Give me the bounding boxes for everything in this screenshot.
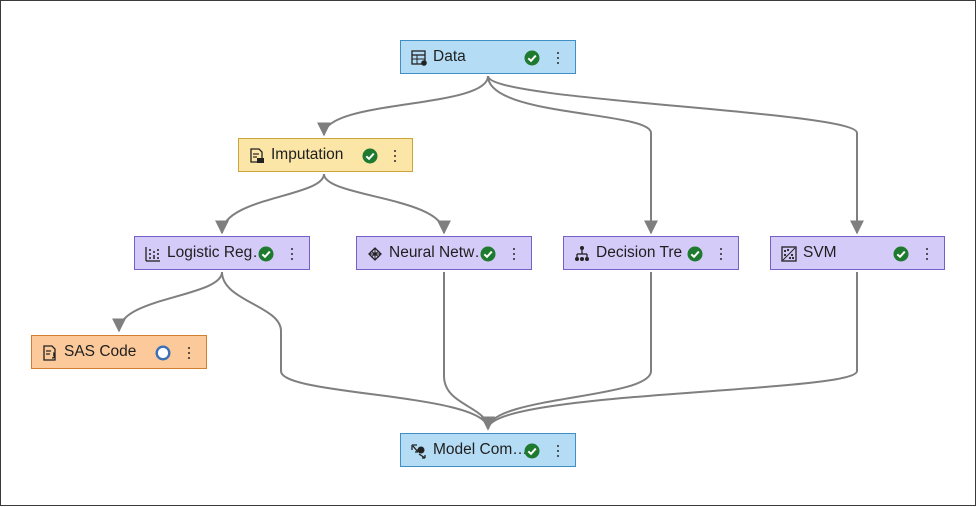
node-model-comparison[interactable]: Model Com… — [400, 433, 576, 467]
edge-decision-modelcomp — [481, 272, 652, 431]
edge-data-svm — [487, 75, 864, 235]
node-label: Data — [433, 48, 466, 65]
edge-svm-modelcomp — [481, 272, 858, 431]
edge-logistic-sascode — [112, 271, 223, 333]
node-menu-button[interactable] — [551, 45, 565, 71]
node-logistic-regression[interactable]: Logistic Reg… — [134, 236, 310, 270]
node-data[interactable]: Data — [400, 40, 576, 74]
tree-icon — [575, 246, 589, 261]
edge-data-imputation — [317, 75, 489, 137]
pending-circle-icon — [155, 345, 171, 361]
check-circle-icon — [687, 246, 703, 262]
node-label: Imputation — [271, 146, 344, 163]
edge-data-decision — [487, 75, 658, 235]
check-circle-icon — [258, 246, 274, 262]
node-menu-button[interactable] — [920, 241, 934, 267]
node-menu-button[interactable] — [507, 241, 521, 267]
node-svm[interactable]: SVM — [770, 236, 945, 270]
check-circle-icon — [480, 246, 496, 262]
node-menu-button[interactable] — [388, 143, 402, 169]
table-icon — [411, 50, 427, 66]
edge-imputation-neural — [323, 173, 451, 235]
node-sas-code[interactable]: SAS Code — [31, 335, 207, 369]
node-imputation[interactable]: Imputation — [238, 138, 413, 172]
node-neural-network[interactable]: Neural Netw…rk — [356, 236, 532, 270]
node-menu-button[interactable] — [285, 241, 299, 267]
check-circle-icon — [362, 148, 378, 164]
scatter-grid-icon — [145, 247, 160, 262]
node-menu-button[interactable] — [551, 438, 565, 464]
code-file-icon — [43, 345, 56, 361]
edge-neural-modelcomp — [443, 272, 495, 431]
node-label: Logistic Reg… — [167, 244, 259, 261]
check-circle-icon — [524, 443, 540, 459]
svm-icon — [781, 246, 797, 262]
check-circle-icon — [524, 50, 540, 66]
node-decision-tree[interactable]: Decision Tre — [563, 236, 739, 270]
node-label: SVM — [803, 244, 837, 261]
check-circle-icon — [893, 246, 909, 262]
node-menu-button[interactable] — [714, 241, 728, 267]
model-comparison-icon — [411, 444, 426, 459]
edge-imputation-logistic — [215, 173, 325, 235]
node-menu-button[interactable] — [182, 340, 196, 366]
node-label: SAS Code — [64, 343, 137, 360]
node-label: Model Com… — [433, 441, 525, 458]
imputation-icon — [250, 148, 264, 163]
edge-logistic-modelcomp — [221, 271, 495, 431]
node-label: Neural Netw…rk — [389, 244, 481, 261]
node-label: Decision Tre — [596, 244, 683, 261]
neural-network-icon — [368, 247, 382, 261]
